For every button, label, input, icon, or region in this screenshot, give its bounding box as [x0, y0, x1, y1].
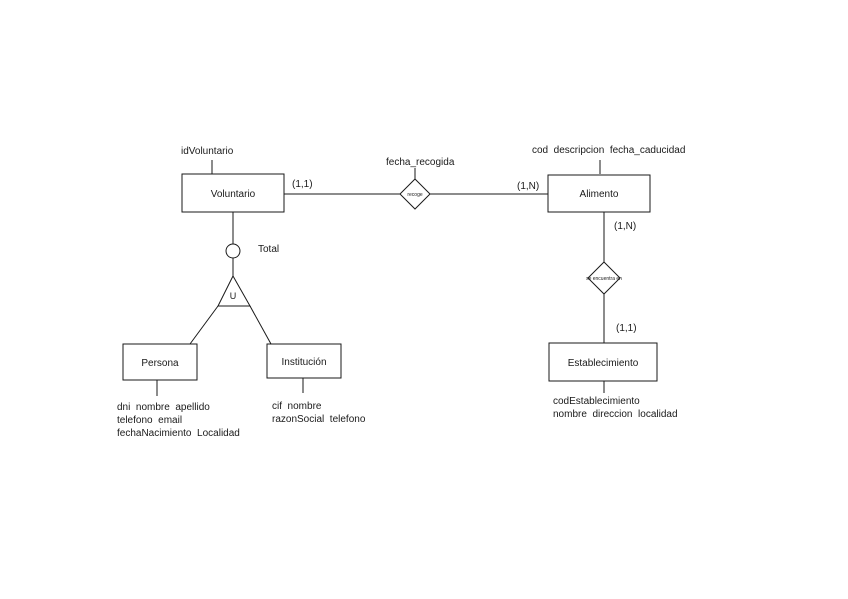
entity-establecimiento-name: Establecimiento — [568, 358, 639, 369]
card-establecimiento-encuentra: (1,1) — [616, 323, 637, 334]
establecimiento-attribute-line-2: nombre direccion localidad — [553, 409, 678, 420]
entity-persona-name: Persona — [141, 358, 179, 369]
relationship-se-encuentra-en-name: se encuentra en — [586, 276, 622, 282]
entity-institucion: Institución — [266, 343, 342, 379]
persona-attribute-line-3: fechaNacimiento Localidad — [117, 428, 240, 439]
institucion-attribute-line-1: cif nombre — [272, 401, 322, 412]
entity-persona: Persona — [122, 343, 198, 381]
institucion-attribute-line-2: razonSocial telefono — [272, 414, 366, 425]
entity-alimento-name: Alimento — [580, 189, 619, 200]
relationship-recoge: recoge — [399, 178, 431, 210]
entity-alimento: Alimento — [547, 174, 651, 213]
persona-attribute-line-1: dni nombre apellido — [117, 402, 210, 413]
card-voluntario-recoge: (1,1) — [292, 179, 313, 190]
recoge-attribute: fecha_recogida — [386, 157, 455, 168]
establecimiento-attribute-line-1: codEstablecimiento — [553, 396, 640, 407]
entity-institucion-name: Institución — [281, 357, 326, 368]
total-label: Total — [258, 244, 279, 255]
total-participation-circle — [225, 243, 241, 259]
specialization-triangle — [217, 274, 251, 307]
entity-voluntario: Voluntario — [181, 173, 285, 213]
relationship-recoge-name: recoge — [407, 192, 423, 198]
alimento-attributes: cod descripcion fecha_caducidad — [532, 145, 685, 156]
relationship-se-encuentra-en: se encuentra en — [586, 261, 622, 295]
card-alimento-recoge: (1,N) — [517, 181, 539, 192]
entity-establecimiento: Establecimiento — [548, 342, 658, 382]
persona-attribute-line-2: telefono email — [117, 415, 182, 426]
specialization-institucion-line — [249, 305, 272, 345]
specialization-persona-line — [189, 305, 219, 345]
voluntario-attributes: idVoluntario — [181, 146, 234, 157]
card-alimento-encuentra: (1,N) — [614, 221, 636, 232]
specialization-symbol: U — [230, 291, 237, 301]
entity-voluntario-name: Voluntario — [211, 189, 256, 200]
